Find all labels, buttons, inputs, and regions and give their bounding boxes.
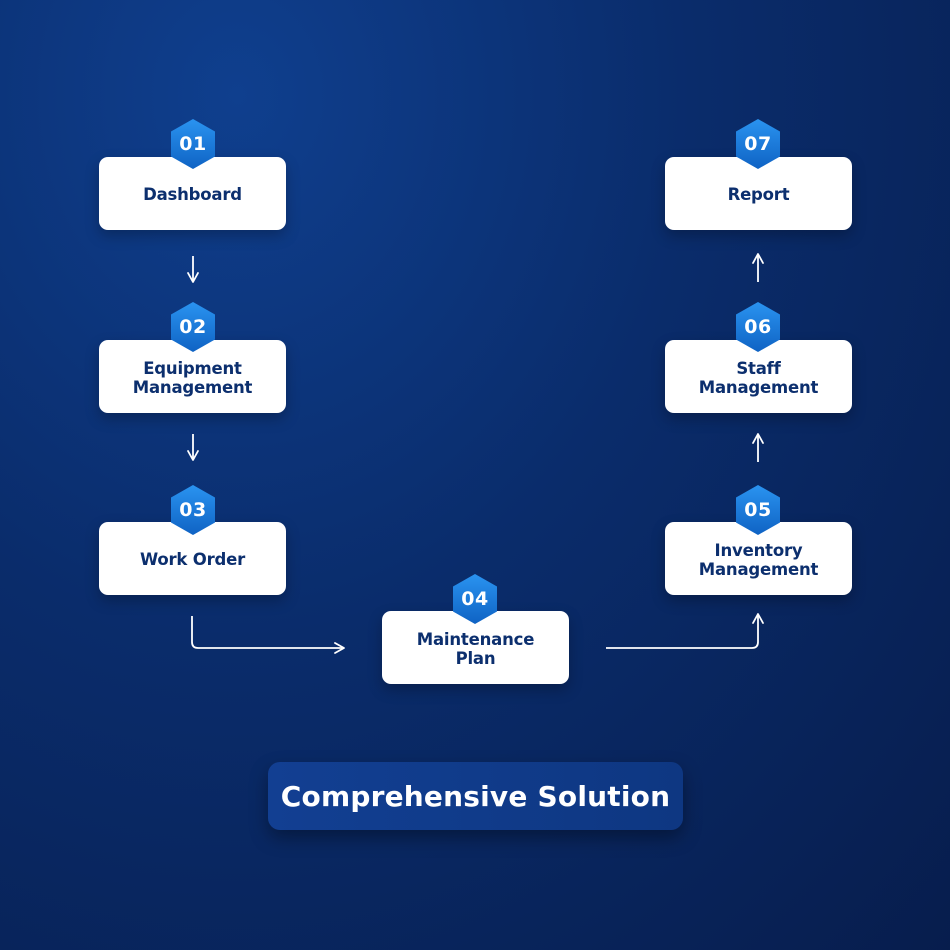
step-card-staff-management[interactable]: Staff Management (665, 340, 852, 413)
arrow-icon (606, 613, 764, 649)
hexagon-icon (171, 485, 215, 535)
step-label: Inventory Management (698, 540, 819, 579)
step-badge: 01 (169, 118, 217, 170)
step-badge: 04 (451, 573, 499, 625)
step-number: 01 (179, 133, 207, 155)
step-number: 07 (744, 133, 772, 155)
step-card-dashboard[interactable]: Dashboard (99, 157, 286, 230)
hexagon-icon (171, 302, 215, 352)
step-label: Work Order (139, 550, 246, 569)
step-label: Maintenance Plan (416, 629, 535, 668)
step-badge: 07 (734, 118, 782, 170)
step-number: 02 (179, 316, 207, 338)
step-number: 05 (744, 499, 772, 521)
step-label: Report (727, 185, 790, 204)
hexagon-icon (736, 302, 780, 352)
step-label: Equipment Management (132, 358, 253, 397)
step-badge: 05 (734, 484, 782, 536)
footer-title: Comprehensive Solution (280, 779, 671, 813)
step-card-equipment-management[interactable]: Equipment Management (99, 340, 286, 413)
step-number: 06 (744, 316, 772, 338)
footer-banner: Comprehensive Solution (268, 762, 683, 830)
hexagon-icon (453, 574, 497, 624)
step-label: Dashboard (143, 185, 242, 204)
step-card-report[interactable]: Report (665, 157, 852, 230)
step-number: 04 (461, 588, 489, 610)
step-badge: 06 (734, 301, 782, 353)
step-badge: 03 (169, 484, 217, 536)
arrow-icon (191, 616, 345, 654)
hexagon-icon (736, 485, 780, 535)
step-label: Staff Management (698, 358, 819, 397)
hexagon-icon (171, 119, 215, 169)
step-number: 03 (179, 499, 207, 521)
step-badge: 02 (169, 301, 217, 353)
hexagon-icon (736, 119, 780, 169)
